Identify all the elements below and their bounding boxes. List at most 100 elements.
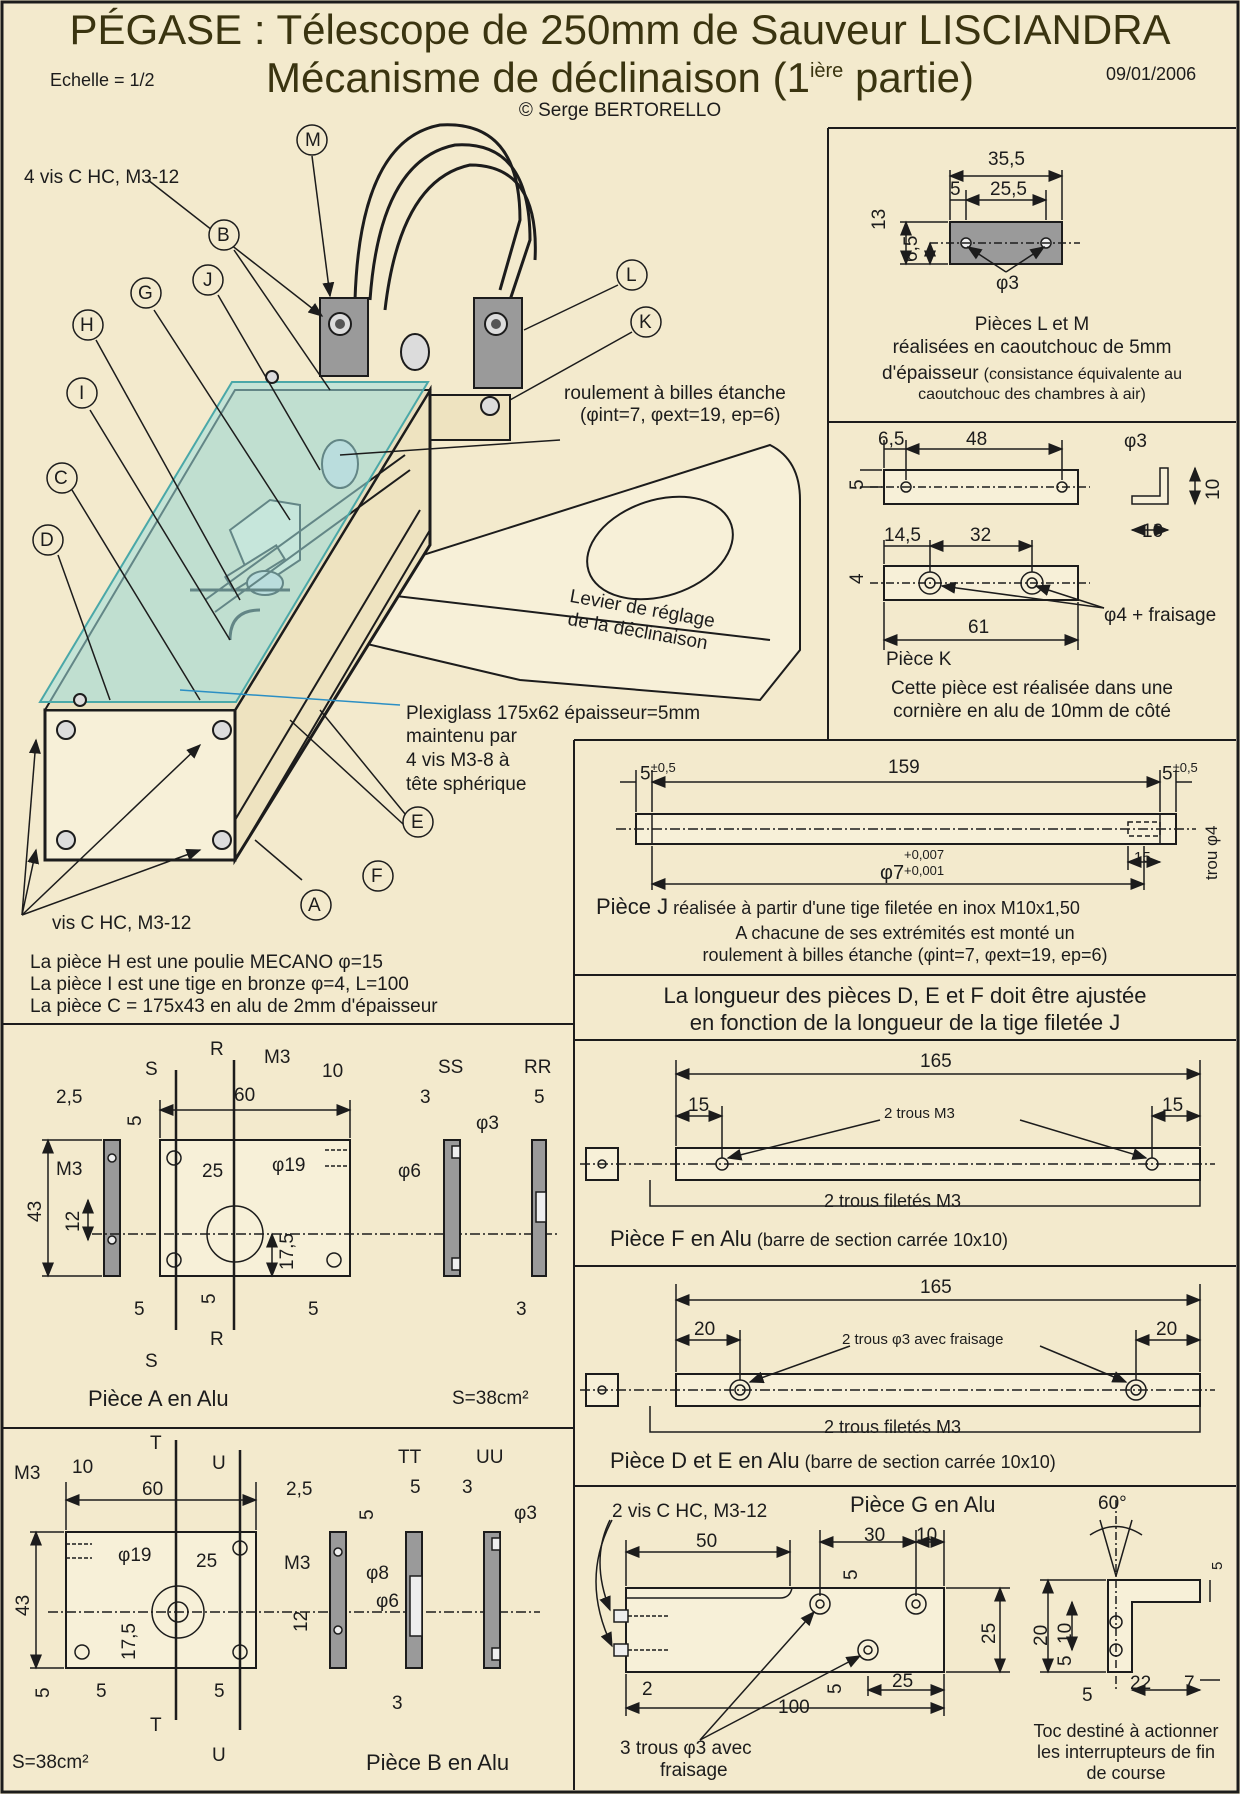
g-dim-25-h: 25 [892,1671,914,1692]
lm-caption-3b: (consistance équivalente au [983,366,1182,383]
k-caption-2: cornière en alu de 10mm de côté [893,701,1171,722]
k-dim-phi3: φ3 [1124,431,1147,452]
de-dim-20-left: 20 [694,1319,716,1340]
de-holes-top: 2 trous φ3 avec fraisage [842,1331,1004,1348]
g-title: Pièce G en Alu [850,1492,996,1517]
g-dim-30: 30 [864,1525,886,1546]
callout-j: J [203,270,213,291]
a-ss-dim-3: 3 [420,1087,431,1108]
screws-bottom-label: vis C HC, M3-12 [52,913,192,934]
f-dim-15-right: 15 [1162,1095,1184,1116]
g-holes-2: fraisage [660,1760,728,1781]
j-caption-text: réalisée à partir d'une tige filetée en … [673,898,1080,918]
date-label: 09/01/2006 [1106,64,1197,84]
j-dim-right-tol: ±0,5 [1172,760,1198,775]
length-note-1: La longueur des pièces D, E et F doit êt… [663,983,1147,1008]
g-dim-5-bottom: 5 [825,1683,846,1694]
j-dim-right-val: 5 [1162,763,1173,785]
b-caption: Pièce B en Alu [366,1750,510,1775]
j-dim-right: 5±0,5 [1162,756,1198,785]
a-section-rr: RR [524,1057,552,1078]
k-caption-1: Cette pièce est réalisée dans une [890,678,1173,699]
de-caption-big: Pièce D et E en Alu [610,1448,800,1473]
lm-dim-phi3: φ3 [996,273,1019,294]
a-dim-phi19: φ19 [272,1155,306,1176]
lm-dim-5: 5 [950,179,961,200]
a-dim-5-left: 5 [134,1299,145,1320]
subtitle-sup: ière [809,60,844,82]
piece-b-drawing [30,1440,540,1730]
b-dim-5-right: 5 [214,1681,225,1702]
j-dia: φ7 [880,862,905,884]
k-dim-4: 4 [847,573,868,584]
b-section-uu: UU [476,1447,504,1468]
b-section-u-bottom: U [212,1745,226,1766]
g-side-5-mid: 5 [1055,1655,1076,1666]
a-area: S=38cm² [452,1388,529,1409]
j-dim-left-val: 5 [640,763,651,785]
j-dim-left-tol: ±0,5 [650,760,676,775]
f-dim-15-left: 15 [688,1095,710,1116]
b-section-tt: TT [398,1447,422,1468]
j-caption-3: roulement à billes étanche (φint=7, φext… [702,945,1108,965]
g-side-5-bottom: 5 [1082,1685,1093,1706]
a-dim-17-5: 17,5 [277,1233,298,1270]
piece-a-drawing [42,1060,560,1330]
b-dim-60: 60 [142,1479,164,1500]
f-holes-top: 2 trous M3 [884,1105,955,1122]
g-dim-10: 10 [916,1525,938,1546]
g-side-5-top: 5 [1209,1561,1226,1570]
callout-i: I [79,383,85,404]
de-caption: Pièce D et E en Alu (barre de section ca… [610,1450,1056,1473]
piece-g-drawing [595,1500,1220,1741]
callout-m: M [305,130,321,151]
lm-caption-1: Pièces L et M [974,314,1090,335]
screws-top-label: 4 vis C HC, M3-12 [24,167,180,188]
a-rr-dim-5: 5 [534,1087,545,1108]
plexi-line-2: maintenu par [406,726,517,747]
de-dim-165: 165 [920,1277,952,1298]
a-dim-12: 12 [63,1210,84,1232]
a-section-r-top: R [210,1039,224,1060]
a-section-s-top: S [145,1059,158,1080]
a-ss-phi6: φ6 [398,1161,421,1182]
callout-g: G [138,283,153,304]
copyright: © Serge BERTORELLO [518,100,722,121]
k-dim-6-5: 6,5 [878,429,905,450]
b-section-u-top: U [212,1453,226,1474]
a-dim-10: 10 [322,1061,344,1082]
g-screws: 2 vis C HC, M3-12 [612,1501,768,1522]
assembly-note-3: La pièce C = 175x43 en alu de 2mm d'épai… [30,996,438,1017]
k-dim-10-h: 10 [1142,521,1164,542]
b-uu-phi3: φ3 [514,1503,537,1524]
bearing-label-1: roulement à billes étanche [564,383,786,404]
a-m3-top: M3 [264,1047,291,1068]
j-tol-up: +0,007 [904,847,945,862]
callout-l: L [626,265,637,286]
de-holes-bottom: 2 trous filetés M3 [824,1417,962,1437]
b-section-t-top: T [150,1433,162,1454]
b-m3-side: M3 [284,1553,311,1574]
b-m3-top: M3 [14,1463,41,1484]
g-side-22: 22 [1130,1673,1152,1694]
a-caption: Pièce A en Alu [88,1386,229,1411]
assembly-view [21,123,801,921]
page-subtitle: Mécanisme de déclinaison (1ière partie) [0,54,1240,102]
lm-dim-6-5: 6,5 [901,235,922,262]
b-tt-dim-5: 5 [410,1477,421,1498]
lm-dim-25-5: 25,5 [990,179,1027,200]
a-m3-side: M3 [56,1159,83,1180]
f-holes-bottom: 2 trous filetés M3 [824,1191,962,1211]
piece-de-drawing [580,1284,1215,1433]
k-dim-14-5: 14,5 [884,525,921,546]
lm-caption-4: caoutchouc des chambres à air) [918,386,1146,403]
scale-label: Echelle = 1/2 [50,70,155,90]
callout-h: H [80,315,94,336]
g-side-7: 7 [1184,1673,1195,1694]
g-dim-25-v: 25 [979,1622,1000,1644]
k-dim-10-v: 10 [1203,478,1224,500]
lm-caption-3a: d'épaisseur [882,363,979,384]
a-section-r-bottom: R [210,1329,224,1350]
